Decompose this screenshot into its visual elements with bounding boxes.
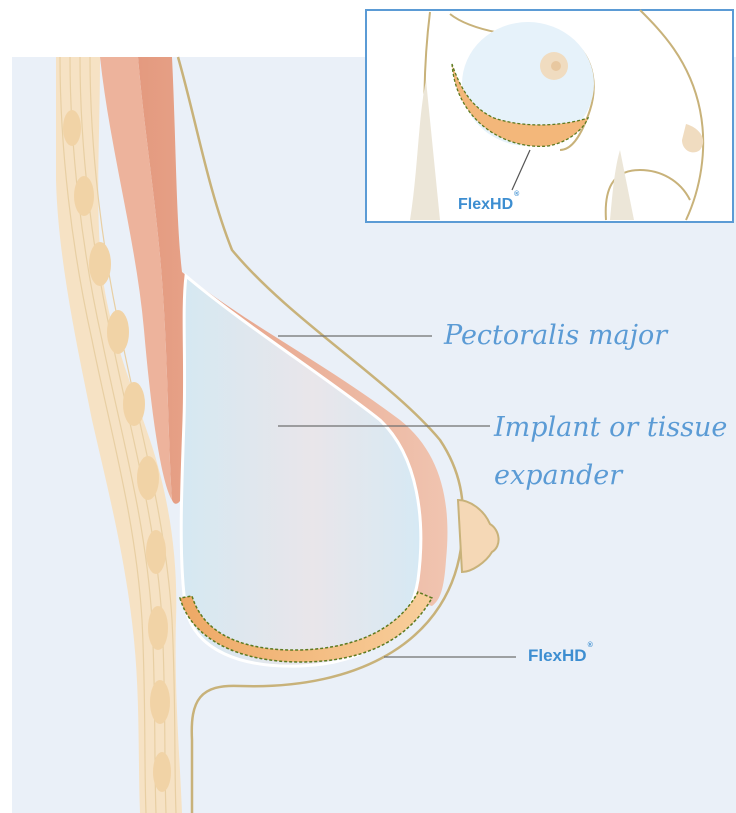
flexhd-main-text: FlexHD [528,646,587,665]
inset-figure [366,10,733,222]
flexhd-main-registered: ® [588,642,593,649]
flexhd-inset-registered: ® [514,191,519,198]
flexhd-label-inset: FlexHD® [458,196,519,214]
pectoralis-major-label: Pectoralis major [444,318,667,354]
implant-label-line2: expander [494,458,622,494]
implant-label-line1: Implant or tissue [494,410,727,446]
flexhd-label-main: FlexHD® [528,646,593,666]
flexhd-inset-text: FlexHD [458,196,513,213]
